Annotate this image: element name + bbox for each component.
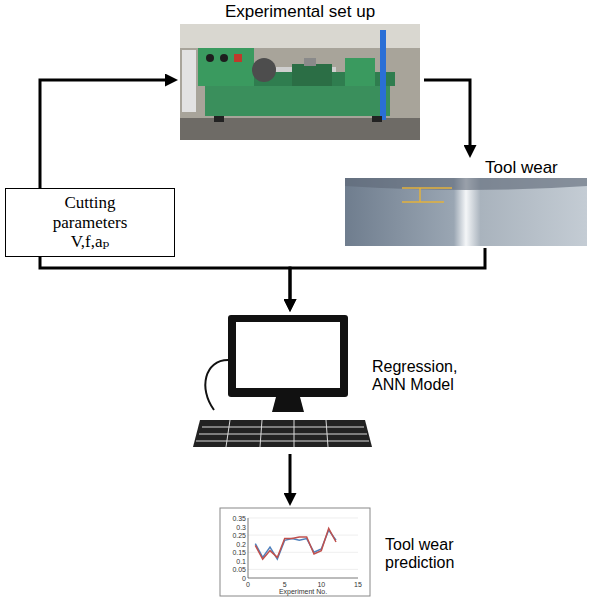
- computer-icon: [193, 315, 372, 447]
- chart-axis: [248, 518, 249, 578]
- flow-arrow: [40, 257, 290, 305]
- lathe-foot: [214, 116, 224, 122]
- chart-panel: Tool wear prediction: [218, 506, 488, 596]
- computer-keyboard: [193, 420, 372, 447]
- axis-tick: Experiment No.: [279, 588, 327, 595]
- node-label: Tool wear: [485, 158, 558, 178]
- lathe-dial: [206, 54, 214, 62]
- computer-screen: [236, 322, 340, 388]
- photo-background: [180, 24, 420, 140]
- tool-wear-photo: [345, 178, 587, 246]
- axis-tick: 15: [354, 580, 362, 587]
- lathe-photo: [180, 24, 420, 140]
- chart-grid: [248, 518, 358, 569]
- axis-tick: 10: [317, 580, 325, 587]
- axis-tick: 0.15: [232, 549, 246, 556]
- flow-arrow: [289, 454, 292, 499]
- axis-tick: 5: [283, 580, 287, 587]
- flow-arrow: [290, 248, 485, 305]
- chart-line: [255, 528, 336, 559]
- measure-line: [402, 201, 444, 203]
- node-label: Regression, ANN Model: [372, 358, 480, 395]
- chart-axis: [248, 578, 358, 579]
- model-panel: Regression, ANN Model: [192, 312, 482, 454]
- chart-frame: [220, 508, 370, 596]
- parameter-box: Cutting parameters V,f,aₚ: [5, 188, 175, 257]
- photo-pole: [380, 30, 386, 120]
- axis-tick: 0: [242, 575, 246, 582]
- computer-stand: [272, 397, 304, 412]
- photo-panel: Tool wear: [345, 158, 587, 248]
- lathe-carriage: [292, 64, 332, 86]
- lathe-foot: [372, 116, 382, 122]
- flow-arrow: [40, 80, 171, 188]
- keyboard-keys: [196, 420, 369, 447]
- photo-panel: Experimental set up: [178, 0, 424, 142]
- lathe-tailstock: [345, 58, 375, 86]
- measure-line: [419, 188, 421, 202]
- axis-tick: 0.2: [236, 540, 246, 547]
- node-label: Experimental set up: [178, 2, 422, 22]
- node-label: Tool wear prediction: [385, 536, 485, 573]
- lathe-toolpost: [304, 58, 316, 66]
- lathe-switch: [234, 54, 242, 62]
- lathe-base: [205, 86, 390, 116]
- tool-edge: [345, 178, 587, 190]
- lathe-dial: [220, 54, 228, 62]
- measure-line: [402, 187, 452, 189]
- wear-image: [345, 178, 587, 246]
- axis-tick: 0.3: [236, 523, 246, 530]
- computer-monitor: [228, 315, 348, 397]
- axis-tick: 0: [246, 580, 250, 587]
- node-label: Cutting parameters V,f,aₚ: [35, 193, 145, 252]
- flow-arrow: [424, 80, 470, 151]
- axis-tick: 0.25: [232, 532, 246, 539]
- lathe-headstock: [198, 48, 254, 86]
- computer-cable: [205, 360, 228, 410]
- prediction-chart: [220, 508, 370, 596]
- axis-tick: 0.1: [236, 557, 246, 564]
- axis-tick: 0.35: [232, 515, 246, 522]
- axis-tick: 0.05: [232, 566, 246, 573]
- photo-cabinet: [182, 50, 196, 112]
- lathe-chuck: [252, 58, 276, 82]
